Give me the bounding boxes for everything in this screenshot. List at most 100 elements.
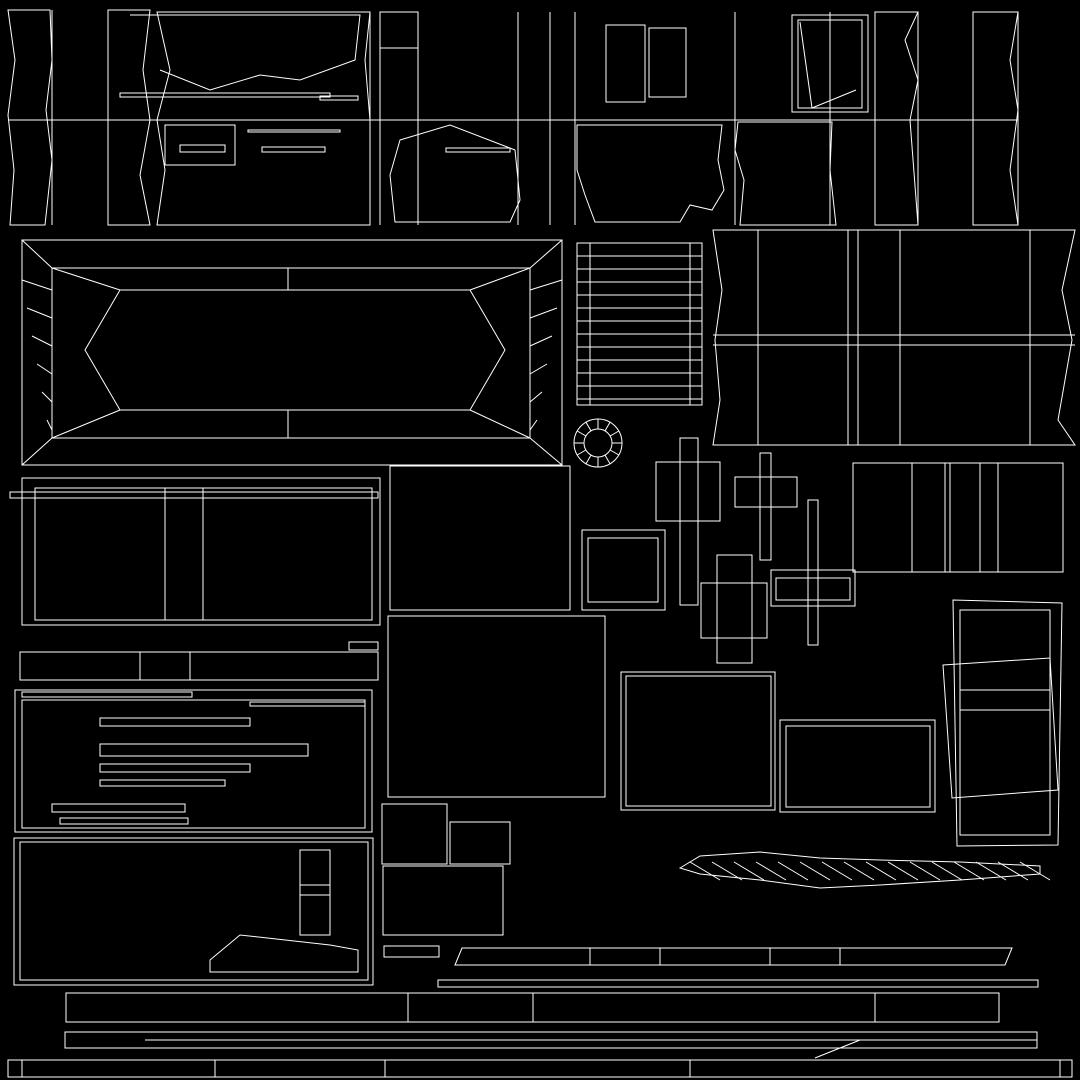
uv-edge: [26, 307, 53, 319]
trim-strip: [437, 979, 1039, 988]
wall-blob: [389, 124, 521, 223]
debris-edge: [733, 861, 765, 881]
wall-island-left-b: [107, 9, 151, 226]
roof-ridge: [84, 289, 506, 411]
uv-edge: [576, 449, 587, 456]
uv-edge: [51, 267, 121, 291]
detail-strip: [59, 817, 189, 825]
uv-edge: [21, 239, 53, 269]
uv-edge: [585, 421, 592, 432]
detail-strip: [99, 779, 226, 787]
uv-island: [247, 129, 341, 133]
uv-island: [249, 701, 366, 707]
uv-edge: [609, 449, 620, 456]
beam-strip: [119, 92, 331, 98]
uv-edge: [585, 454, 592, 465]
small-panel: [382, 865, 504, 936]
box-island: [581, 529, 666, 611]
square-panel: [387, 615, 606, 798]
window-island: [164, 124, 236, 166]
square-panel: [389, 465, 571, 611]
uv-edge: [609, 430, 620, 437]
uv-edge: [31, 335, 53, 347]
uv-edge: [529, 437, 563, 466]
panel: [605, 24, 646, 103]
wall-island-right: [874, 11, 919, 226]
wall-right-structure: [712, 229, 759, 446]
uv-island: [700, 582, 768, 639]
tilted-island: [942, 657, 1059, 799]
stair-detail: [209, 934, 359, 973]
debris-edge: [755, 861, 787, 881]
crumbled-edge: [130, 14, 361, 91]
uv-island: [757, 229, 1031, 446]
detail-strip: [51, 803, 186, 813]
debris-edge: [843, 861, 875, 881]
uv-edge: [529, 279, 563, 291]
uv-island: [261, 146, 326, 153]
uv-edge: [529, 391, 543, 403]
wall-right-edge: [1029, 229, 1076, 446]
detail-island: [14, 689, 373, 833]
uv-edge: [604, 421, 611, 432]
uv-island: [770, 569, 856, 607]
debris-edge: [887, 861, 919, 881]
uv-island: [587, 537, 659, 603]
uv-edge: [529, 419, 538, 431]
uv-island: [179, 144, 226, 153]
uv-edge: [21, 437, 53, 466]
long-strip: [19, 651, 379, 681]
uv-island: [797, 19, 863, 109]
uv-edge: [21, 279, 53, 291]
debris-edge: [953, 861, 985, 881]
detail-strip: [99, 763, 251, 773]
panel: [648, 27, 687, 98]
debris-edge: [821, 861, 853, 881]
uv-island: [959, 609, 1051, 836]
uv-island: [734, 476, 798, 508]
small-panel: [383, 945, 440, 958]
uv-island: [379, 11, 419, 49]
uv-edge: [469, 409, 531, 439]
small-panel: [381, 803, 448, 865]
uv-edge: [529, 363, 548, 375]
uv-edge: [46, 419, 53, 431]
round-island-inner: [583, 428, 613, 458]
uv-island: [348, 641, 379, 651]
roof-inner: [51, 267, 531, 439]
uv-edge: [469, 267, 531, 291]
uv-island: [21, 691, 193, 698]
beam-strip: [9, 491, 379, 499]
debris-edge: [777, 861, 809, 881]
trim-strip: [454, 947, 1013, 966]
panel-group: [852, 462, 1064, 573]
window-glass: [799, 21, 857, 109]
uv-island: [319, 95, 359, 101]
trim-detail: [814, 1039, 861, 1059]
uv-island: [625, 675, 772, 807]
debris-edge: [689, 861, 721, 881]
wall-island-left: [7, 9, 53, 226]
debris-edge: [997, 861, 1029, 881]
window-frame: [791, 14, 869, 113]
uv-edge: [529, 307, 558, 319]
uv-island: [19, 841, 369, 981]
cross-island: [716, 554, 753, 664]
detail-strip: [99, 717, 251, 727]
debris-edge: [799, 861, 831, 881]
uv-island: [775, 577, 851, 601]
wall-blob: [734, 121, 837, 226]
uv-edge: [36, 363, 53, 375]
uv-edge: [604, 454, 611, 465]
detail-island: [13, 837, 374, 986]
debris-edge: [975, 861, 1007, 881]
wall-island-right-b: [972, 11, 1019, 226]
pillar-detail: [299, 849, 331, 936]
panel-frame: [779, 719, 936, 813]
uv-island: [785, 725, 931, 808]
uv-edge: [529, 239, 563, 269]
uv-edge: [576, 430, 587, 437]
uv-island: [445, 147, 511, 153]
facade-island: [21, 477, 381, 626]
uv-edge: [41, 391, 53, 403]
